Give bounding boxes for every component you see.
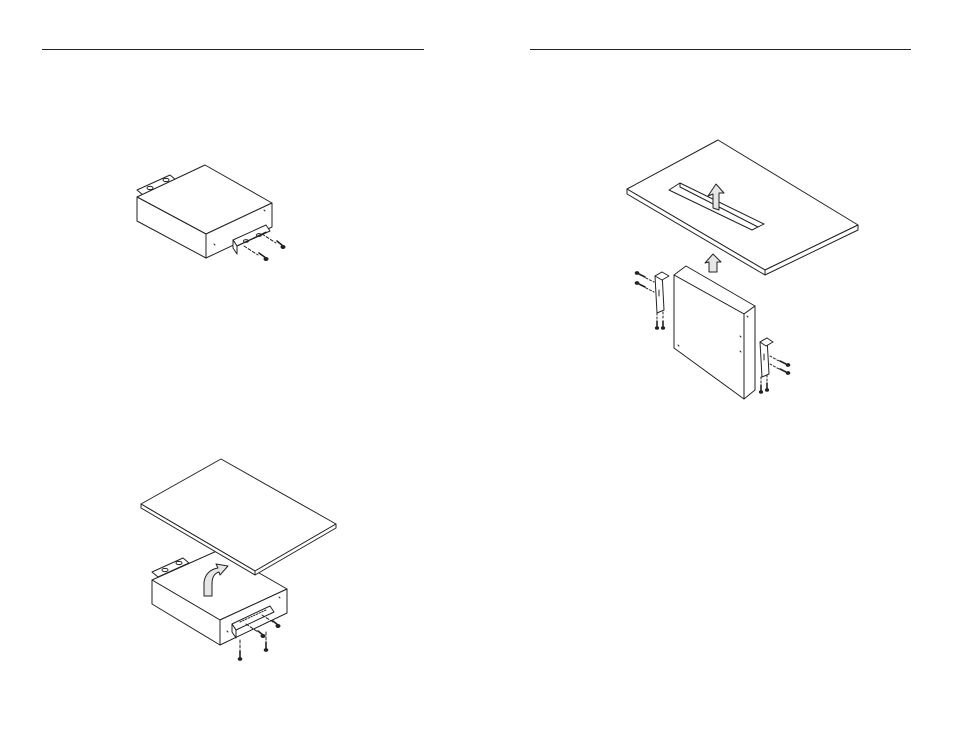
screw-icon bbox=[770, 356, 790, 366]
screw-icon bbox=[655, 313, 658, 329]
figure-device-with-brackets bbox=[137, 165, 285, 261]
right-mounting-bracket bbox=[760, 338, 773, 377]
up-arrow-icon bbox=[705, 254, 721, 272]
screw-icon bbox=[661, 312, 664, 329]
screw-icon bbox=[759, 377, 762, 393]
figure-device-vertical-under-surface bbox=[627, 140, 858, 399]
screw-icon bbox=[262, 234, 285, 249]
mounting-surface bbox=[141, 459, 336, 575]
device-enclosure bbox=[137, 165, 272, 258]
screw-icon bbox=[238, 640, 242, 660]
mounting-surface bbox=[627, 140, 858, 275]
device-enclosure bbox=[674, 266, 755, 399]
screw-icon bbox=[635, 282, 654, 292]
screw-icon bbox=[765, 375, 768, 391]
screw-icon bbox=[244, 246, 268, 261]
screw-icon bbox=[635, 272, 654, 282]
figure-device-under-surface bbox=[141, 459, 336, 660]
left-mounting-bracket bbox=[655, 272, 669, 313]
